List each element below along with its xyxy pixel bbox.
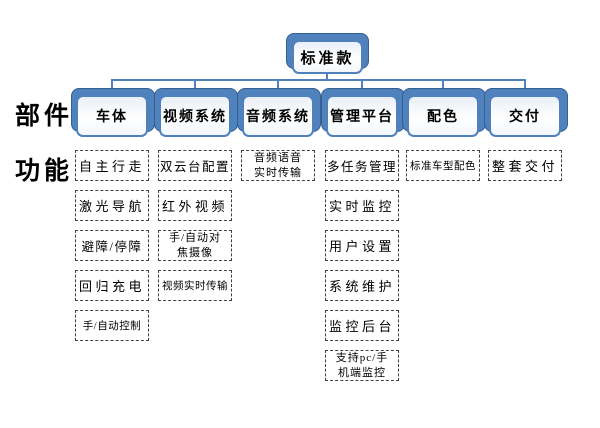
- function-column: 整套交付: [488, 150, 562, 181]
- function-item: 标准车型配色: [406, 150, 480, 181]
- function-item: 自主行走: [75, 150, 149, 181]
- branch-node-label: 音频系统: [246, 110, 310, 125]
- function-item: 手/自动控制: [75, 310, 149, 341]
- branch-node-label: 配色: [427, 110, 459, 125]
- root-node-label: 标准款: [300, 50, 355, 67]
- branch-node: 交付: [484, 88, 568, 137]
- branch-node-face: 交付: [489, 95, 561, 137]
- connector-drop-line: [194, 79, 196, 92]
- function-item: 整套交付: [488, 150, 562, 181]
- function-item: 实时监控: [325, 190, 399, 221]
- branch-node-label: 视频系统: [163, 110, 227, 125]
- connector-drop-line: [361, 79, 363, 92]
- function-item: 音频语音 实时传输: [241, 150, 315, 181]
- connector-root-stub: [326, 74, 328, 80]
- row-label-parts: 部件: [15, 103, 74, 130]
- function-column: 音频语音 实时传输: [241, 150, 315, 181]
- root-node: 标准款: [286, 33, 369, 74]
- branch-node-label: 车体: [96, 110, 128, 125]
- branch-node-label: 交付: [509, 110, 541, 125]
- branch-node-face: 车体: [76, 95, 148, 137]
- function-item: 多任务管理: [325, 150, 399, 181]
- function-item: 红外视频: [158, 190, 232, 221]
- connector-horizontal-line: [112, 79, 526, 81]
- row-label-functions: 功能: [15, 158, 74, 185]
- function-item: 手/自动对 焦摄像: [158, 230, 232, 261]
- function-column: 标准车型配色: [406, 150, 480, 181]
- function-column: 多任务管理实时监控用户设置系统维护监控后台支持pc/手 机端监控: [325, 150, 399, 381]
- branch-node: 车体: [71, 88, 155, 137]
- branch-node: 视频系统: [154, 88, 238, 137]
- branch-node-label: 管理平台: [330, 110, 394, 125]
- branch-node: 音频系统: [237, 88, 321, 137]
- connector-drop-line: [111, 79, 113, 92]
- function-column: 双云台配置红外视频手/自动对 焦摄像视频实时传输: [158, 150, 232, 301]
- function-column: 自主行走激光导航避障/停障回归充电手/自动控制: [75, 150, 149, 341]
- function-item: 支持pc/手 机端监控: [325, 350, 399, 381]
- function-item: 避障/停障: [75, 230, 149, 261]
- branch-node-face: 管理平台: [326, 95, 398, 137]
- branch-node: 配色: [402, 88, 486, 137]
- function-item: 系统维护: [325, 270, 399, 301]
- function-item: 激光导航: [75, 190, 149, 221]
- branch-node: 管理平台: [321, 88, 405, 137]
- branch-node-face: 视频系统: [159, 95, 231, 137]
- function-item: 回归充电: [75, 270, 149, 301]
- function-item: 双云台配置: [158, 150, 232, 181]
- function-item: 监控后台: [325, 310, 399, 341]
- connector-drop-line: [277, 79, 279, 92]
- connector-drop-line: [524, 79, 526, 92]
- branch-node-face: 配色: [407, 95, 479, 137]
- function-item: 视频实时传输: [158, 270, 232, 301]
- connector-drop-line: [442, 79, 444, 92]
- branch-node-face: 音频系统: [242, 95, 314, 137]
- function-item: 用户设置: [325, 230, 399, 261]
